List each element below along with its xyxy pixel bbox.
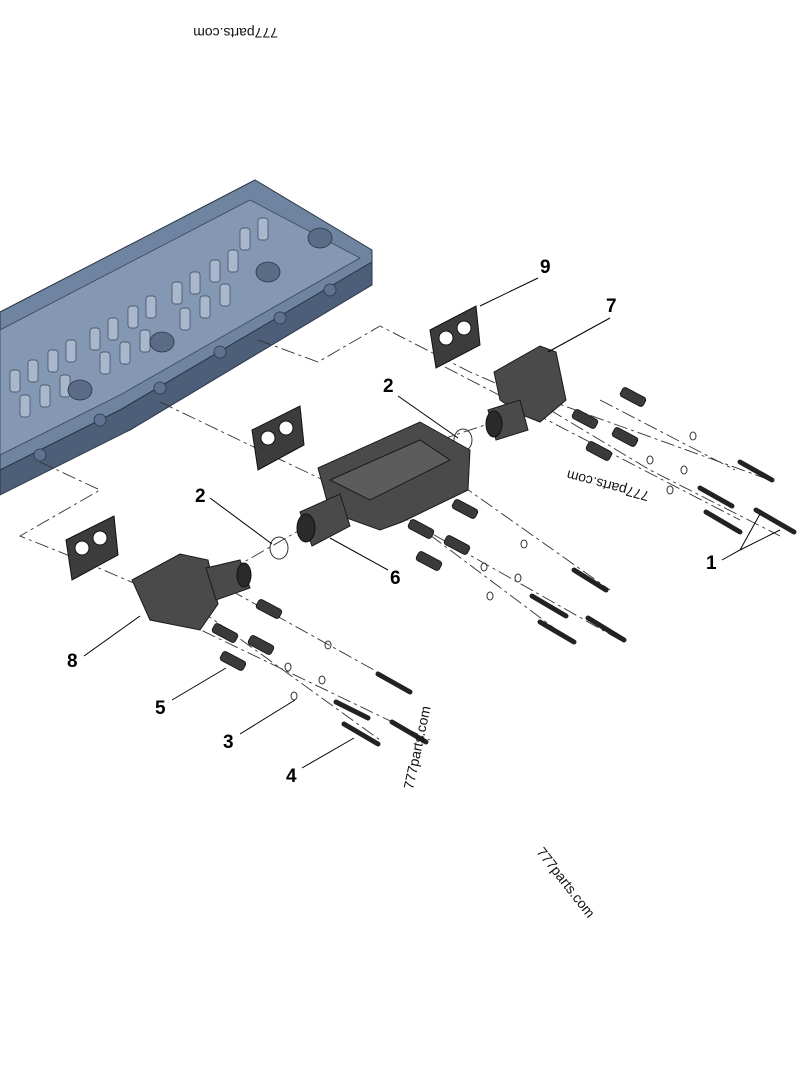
callout-3: 3 [223, 732, 234, 753]
watermark-mid-right: 777parts.com [565, 467, 651, 504]
callout-4: 4 [286, 766, 297, 787]
bolts [333, 459, 797, 747]
manifold-center-6 [296, 421, 471, 547]
gasket-9 [429, 305, 481, 369]
manifold-elbow-7 [485, 345, 567, 441]
gasket-left [65, 515, 119, 581]
callout-2-lower: 2 [195, 486, 206, 507]
washers [284, 431, 697, 701]
callout-1: 1 [706, 553, 717, 574]
callout-6: 6 [390, 568, 401, 589]
watermark-top: 777parts.com [193, 25, 278, 41]
watermark-bottom: 777parts.com [534, 844, 599, 921]
leader-lines [83, 277, 781, 769]
callout-8: 8 [67, 651, 78, 672]
spacers [211, 387, 647, 671]
callout-5: 5 [155, 698, 166, 719]
callouts: 1 2 2 3 4 5 6 7 8 9 [67, 257, 717, 787]
callout-9: 9 [540, 257, 551, 278]
o-ring-lower [269, 536, 289, 560]
manifold-elbow-8 [131, 553, 252, 631]
gasket-center [251, 405, 305, 471]
cylinder-head [0, 179, 373, 496]
callout-7: 7 [606, 296, 617, 317]
callout-2-upper: 2 [383, 376, 394, 397]
watermark-vertical: 777parts.com [400, 704, 433, 790]
